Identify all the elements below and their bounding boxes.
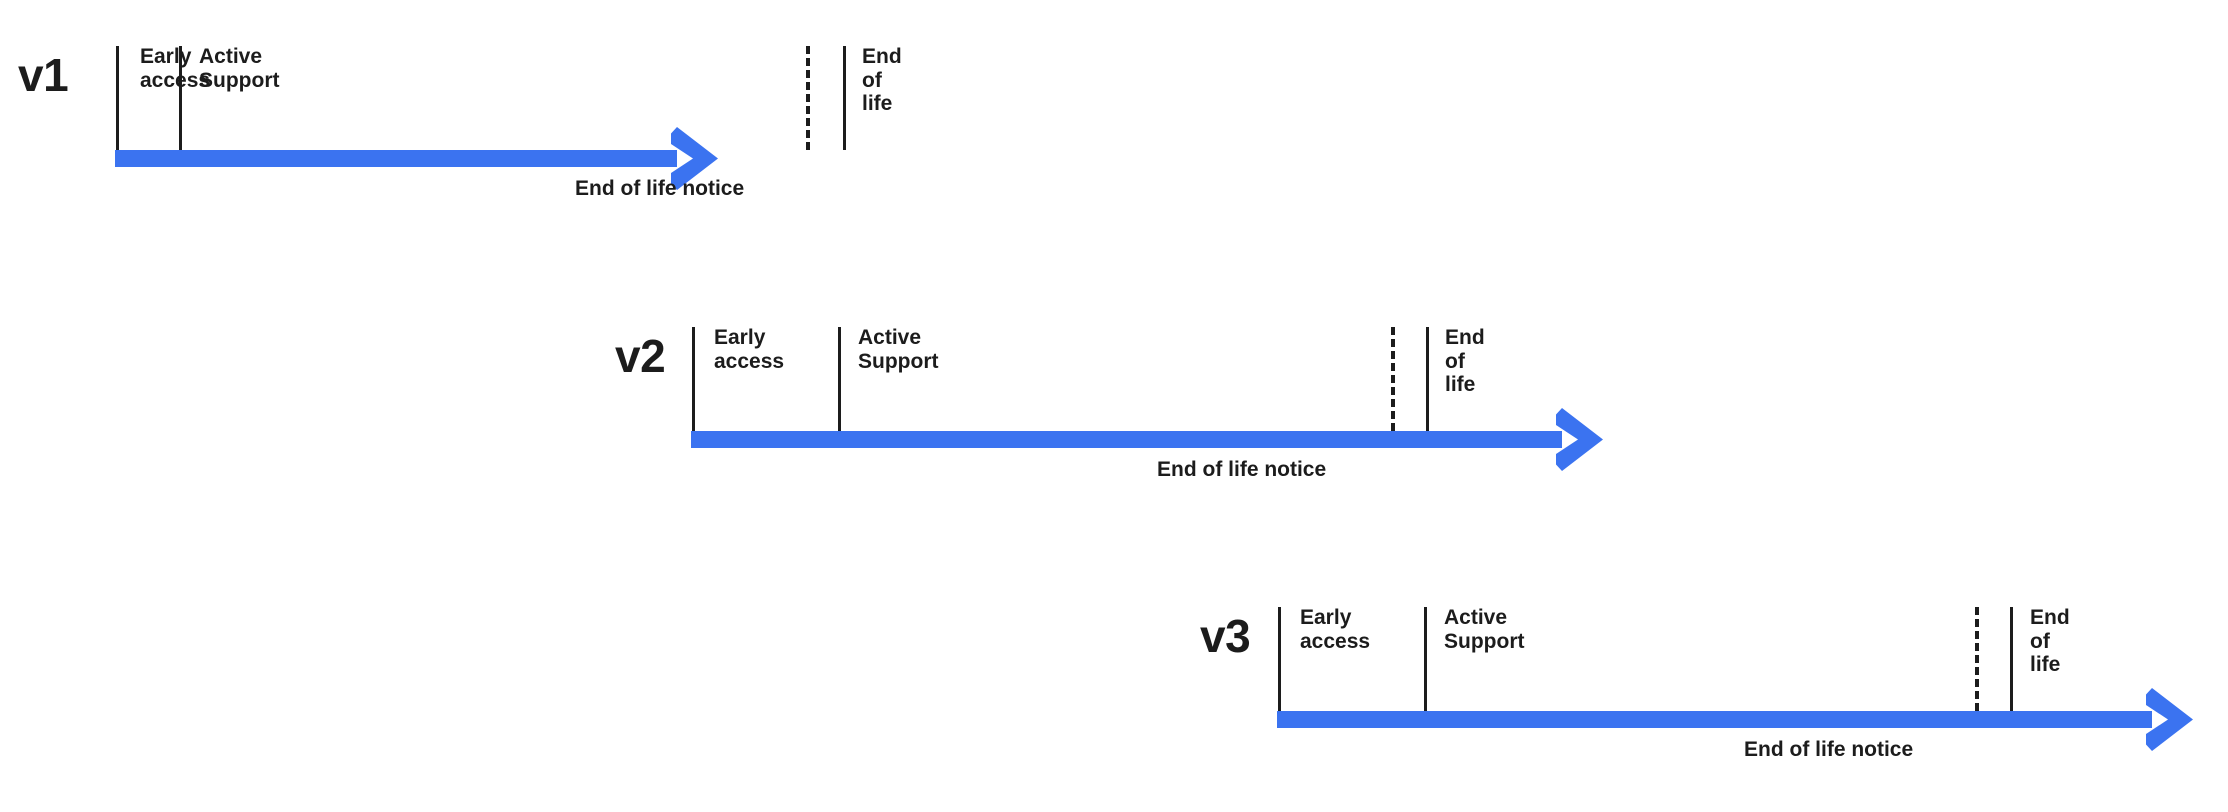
timeline-arrow-head-v2 [1556, 408, 1604, 471]
version-label-v3: v3 [1200, 610, 1251, 662]
divider-early-access-start-v3 [1278, 607, 1281, 711]
phase-label-end-of-life-v2: End of life [1445, 326, 1485, 397]
phase-label-active-support-v2: Active Support [858, 326, 939, 373]
divider-early-access-start-v2 [692, 327, 695, 431]
phase-label-active-support-v3: Active Support [1444, 606, 1525, 653]
divider-end-of-life-notice-v2 [1391, 327, 1395, 431]
timeline-bar-v2 [691, 431, 1562, 448]
divider-early-access-start-v1 [116, 46, 119, 150]
end-of-life-notice-label-v3: End of life notice [1744, 738, 1914, 761]
phase-label-early-access-v3: Early access [1300, 606, 1371, 653]
version-label-v2: v2 [615, 330, 666, 382]
version-label-v1: v1 [18, 49, 69, 101]
divider-end-of-life-notice-v1 [806, 46, 810, 150]
phase-label-early-access-v2: Early access [714, 326, 785, 373]
divider-end-of-life-start-v1 [843, 46, 846, 150]
phase-label-early-access-v1: Early access [140, 45, 211, 92]
timeline-arrow-head-v1 [671, 127, 719, 190]
divider-end-of-life-start-v2 [1426, 327, 1429, 431]
divider-active-support-start-v3 [1424, 607, 1427, 711]
timeline-bar-v3 [1277, 711, 2152, 728]
timeline-bar-v1 [115, 150, 677, 167]
phase-label-end-of-life-v3: End of life [2030, 606, 2070, 677]
end-of-life-notice-label-v2: End of life notice [1157, 458, 1327, 481]
phase-label-active-support-v1: Active Support [199, 45, 280, 92]
phase-label-end-of-life-v1: End of life [862, 45, 902, 116]
timeline-arrow-head-v3 [2146, 688, 2194, 751]
divider-end-of-life-notice-v3 [1975, 607, 1979, 711]
divider-active-support-start-v2 [838, 327, 841, 431]
end-of-life-notice-label-v1: End of life notice [575, 177, 745, 200]
divider-end-of-life-start-v3 [2010, 607, 2013, 711]
divider-active-support-start-v1 [179, 46, 182, 150]
